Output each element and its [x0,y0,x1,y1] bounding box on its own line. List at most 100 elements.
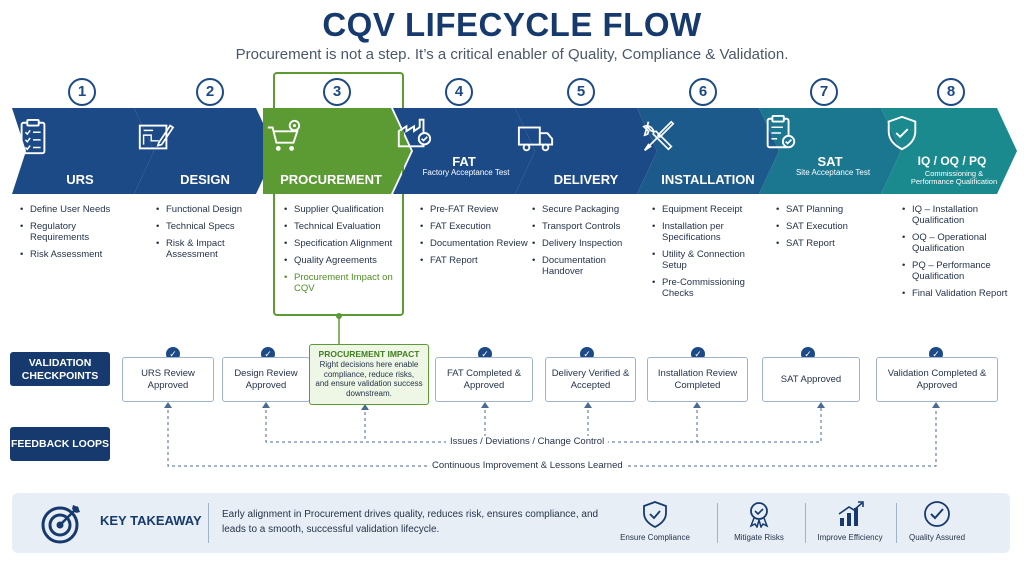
clipboard-check-icon [759,114,901,154]
list-item: OQ – Operational Qualification [902,232,1010,255]
list-item: Technical Specs [156,221,268,233]
wrench-screwdriver-icon [637,118,779,158]
stage-iq-oq-pq: IQ / OQ / PQ Commissioning & Performance… [881,108,1017,194]
stage-number-8: 8 [937,78,965,106]
list-item: Regulatory Requirements [20,221,132,244]
benefit-ensure-compliance: Ensure Compliance [610,500,700,542]
stage-design: DESIGN [134,108,276,194]
blueprint-pencil-icon [134,118,276,158]
list-item: Functional Design [156,204,268,216]
page-subtitle: Procurement is not a step. It’s a critic… [235,46,789,63]
stage-label: INSTALLATION [661,172,755,187]
list-item: Utility & Connection Setup [652,249,762,272]
list-item: Supplier Qualification [284,204,396,216]
checkpoint-urs: URS Review Approved [122,357,214,402]
checkpoint-validation: Validation Completed & Approved [876,357,998,402]
task-list-iq-oq-pq: IQ – Installation Qualification OQ – Ope… [902,204,1010,305]
task-list-delivery: Secure Packaging Transport Controls Deli… [532,204,644,284]
list-item: Final Validation Report [902,288,1010,300]
feedback-loops-label: FEEDBACK LOOPS [10,427,110,461]
list-item: Pre-FAT Review [420,204,530,216]
stage-number-7: 7 [810,78,838,106]
stage-label: PROCUREMENT [280,172,382,187]
checkpoint-installation: Installation Review Completed [647,357,748,402]
list-item-highlight: Procurement Impact on CQV [284,272,396,295]
procurement-impact-box: PROCUREMENT IMPACT Right decisions here … [309,344,429,405]
list-item: IQ – Installation Qualification [902,204,1010,227]
list-item: Specification Alignment [284,238,396,250]
impact-body: Right decisions here enable compliance, … [315,360,423,398]
stage-label: FAT [452,154,476,169]
benefit-label: Quality Assured [908,533,966,542]
checkpoint-fat: FAT Completed & Approved [435,357,533,402]
feedback-loop-issues: Issues / Deviations / Change Control [446,436,609,447]
growth-chart-icon [838,501,864,526]
task-list-procurement: Supplier Qualification Technical Evaluat… [284,204,396,301]
stage-label: DESIGN [180,172,230,187]
task-list-sat: SAT Planning SAT Execution SAT Report [776,204,876,256]
validation-checkpoints-label: VALIDATION CHECKPOINTS [10,352,110,386]
list-item: SAT Planning [776,204,876,216]
check-circle-icon [924,501,950,527]
stage-number-1: 1 [68,78,96,106]
task-list-installation: Equipment Receipt Installation per Speci… [652,204,762,305]
benefit-improve-efficiency: Improve Efficiency [805,500,895,542]
stage-delivery: DELIVERY [515,108,657,194]
stage-sublabel: Commissioning & Performance Qualificatio… [910,169,998,186]
stage-number-5: 5 [567,78,595,106]
shield-check-icon [643,501,667,528]
checkpoint-delivery: Delivery Verified & Accepted [545,357,636,402]
list-item: Technical Evaluation [284,221,396,233]
stage-sat: SAT Site Acceptance Test [759,108,901,194]
stage-urs: URS [12,108,154,194]
truck-icon [515,118,657,158]
divider [717,503,718,543]
stage-installation: INSTALLATION [637,108,779,194]
list-item: Risk & Impact Assessment [156,238,268,261]
takeaway-title: KEY TAKEAWAY [100,513,202,528]
clipboard-checklist-icon [12,118,154,158]
page-title: CQV LIFECYCLE FLOW [322,6,702,43]
impact-title: PROCUREMENT IMPACT [318,349,420,359]
stage-number-3: 3 [323,78,351,106]
divider [896,503,897,543]
key-takeaway-panel: KEY TAKEAWAY Early alignment in Procurem… [12,493,1010,553]
task-list-design: Functional Design Technical Specs Risk &… [156,204,268,267]
list-item: Transport Controls [532,221,644,233]
list-item: Secure Packaging [532,204,644,216]
list-item: PQ – Performance Qualification [902,260,1010,283]
task-list-fat: Pre-FAT Review FAT Execution Documentati… [420,204,530,273]
list-item: Delivery Inspection [532,238,644,250]
list-item: Documentation Handover [532,255,644,278]
checkpoint-design: Design Review Approved [222,357,310,402]
medal-icon [749,502,769,528]
stage-procurement: PROCUREMENT [263,108,411,194]
list-item: Equipment Receipt [652,204,762,216]
divider [805,503,806,543]
stage-number-4: 4 [445,78,473,106]
cart-gear-icon [263,118,411,158]
task-list-urs: Define User Needs Regulatory Requirement… [20,204,132,267]
list-item: Documentation Review [420,238,530,250]
list-item: Installation per Specifications [652,221,762,244]
stage-number-6: 6 [689,78,717,106]
target-arrow-icon [41,505,80,544]
stage-sublabel: Site Acceptance Test [795,168,871,177]
shield-check-icon [881,114,1017,154]
divider [208,503,209,543]
list-item: FAT Execution [420,221,530,233]
benefit-quality-assured: Quality Assured [892,500,982,542]
list-item: SAT Report [776,238,876,250]
list-item: Pre-Commissioning Checks [652,277,762,300]
benefit-label: Ensure Compliance [620,533,690,542]
feedback-loop-improvement: Continuous Improvement & Lessons Learned [428,460,627,471]
benefit-label: Mitigate Risks [734,533,784,542]
stage-label: SAT [817,154,843,169]
list-item: Quality Agreements [284,255,396,267]
stage-label: DELIVERY [553,172,619,187]
stage-label: IQ / OQ / PQ [917,154,987,168]
takeaway-text: Early alignment in Procurement drives qu… [222,509,599,535]
checkpoint-sat: SAT Approved [762,357,860,402]
stage-sublabel: Factory Acceptance Test [422,168,510,177]
